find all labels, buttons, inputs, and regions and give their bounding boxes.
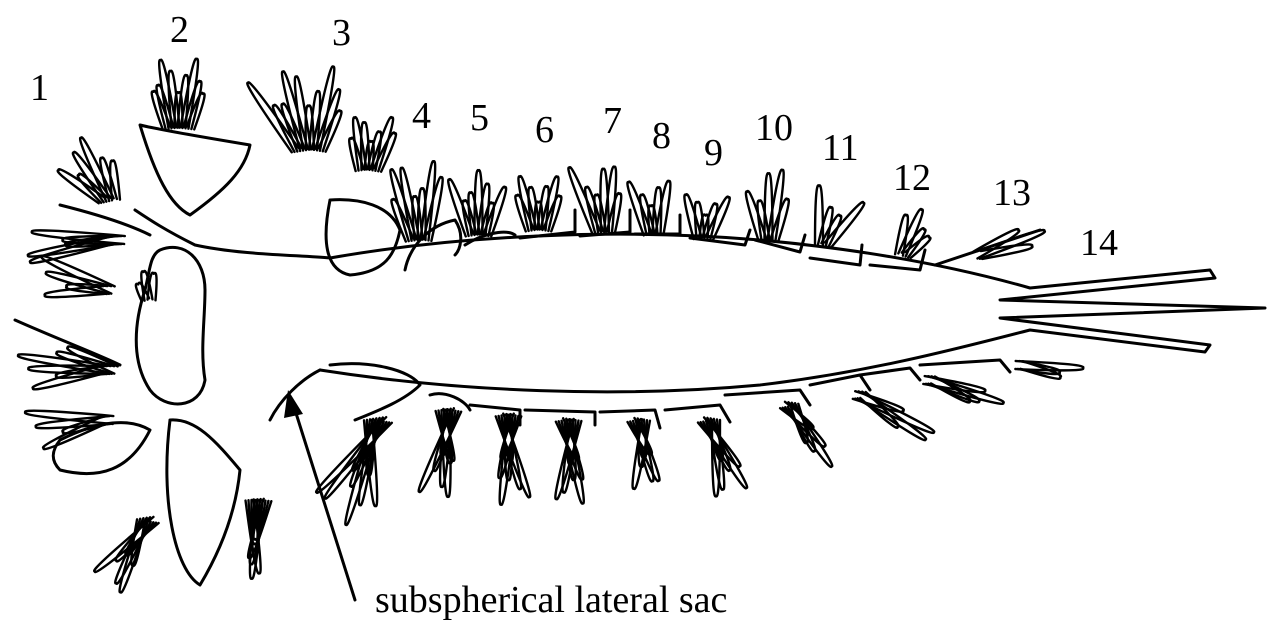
lower-diverticula [246,361,1084,579]
anterior-diverticula [18,137,159,592]
diverticulum-pouch [53,423,150,474]
diverticulum-finger [706,197,730,240]
segment-label-4: 4 [412,95,431,137]
subspherical-lateral-sac [136,247,205,404]
segment-label-2: 2 [170,9,189,51]
diverticulum-pouch [860,368,920,380]
diverticulum-finger [541,176,559,231]
segment-label-13: 13 [993,172,1031,214]
segment-label-3: 3 [332,12,351,54]
segment-label-5: 5 [470,97,489,139]
segment-label-6: 6 [535,109,554,151]
segment-label-10: 10 [755,107,793,149]
diverticulum-pouch [725,390,810,405]
diverticulum-pouch [326,200,400,275]
segment-label-14: 14 [1080,222,1118,264]
annotation-arrow [284,390,355,600]
upper-diverticula [15,59,1045,585]
annotation-label: subspherical lateral sac [375,579,727,621]
segment-label-8: 8 [652,115,671,157]
diverticulum-pouch [167,420,240,585]
diverticulum-pouch [920,360,1010,372]
diverticulum-pouch [935,230,1040,265]
diverticulum-pouch [430,394,470,410]
diverticulum-pouch [140,125,250,215]
segment-label-9: 9 [704,132,723,174]
segment-label-7: 7 [603,100,622,142]
segment-label-12: 12 [893,157,931,199]
segment-label-1: 1 [30,67,49,109]
segment-label-11: 11 [822,127,859,169]
diverticulum-finger [45,286,105,297]
